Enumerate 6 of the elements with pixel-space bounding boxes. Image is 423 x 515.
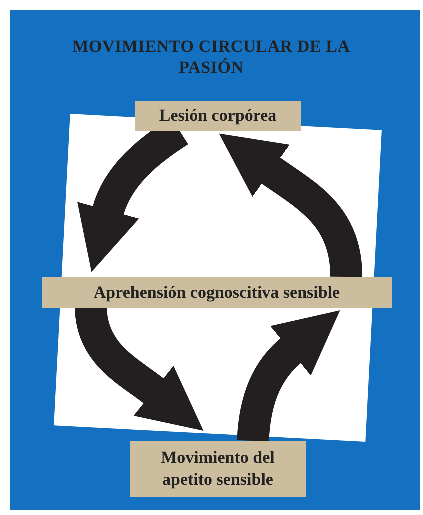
curved-arrow — [237, 308, 339, 442]
concept-label: Lesión corpórea — [135, 101, 301, 131]
curved-arrow — [75, 306, 205, 430]
diagram-title: MOVIMIENTO CIRCULAR DE LA PASIÓN — [72, 36, 352, 78]
concept-label: Aprehensión cognoscitiva sensible — [42, 277, 392, 308]
concept-label: Movimiento del apetito sensible — [130, 441, 306, 497]
